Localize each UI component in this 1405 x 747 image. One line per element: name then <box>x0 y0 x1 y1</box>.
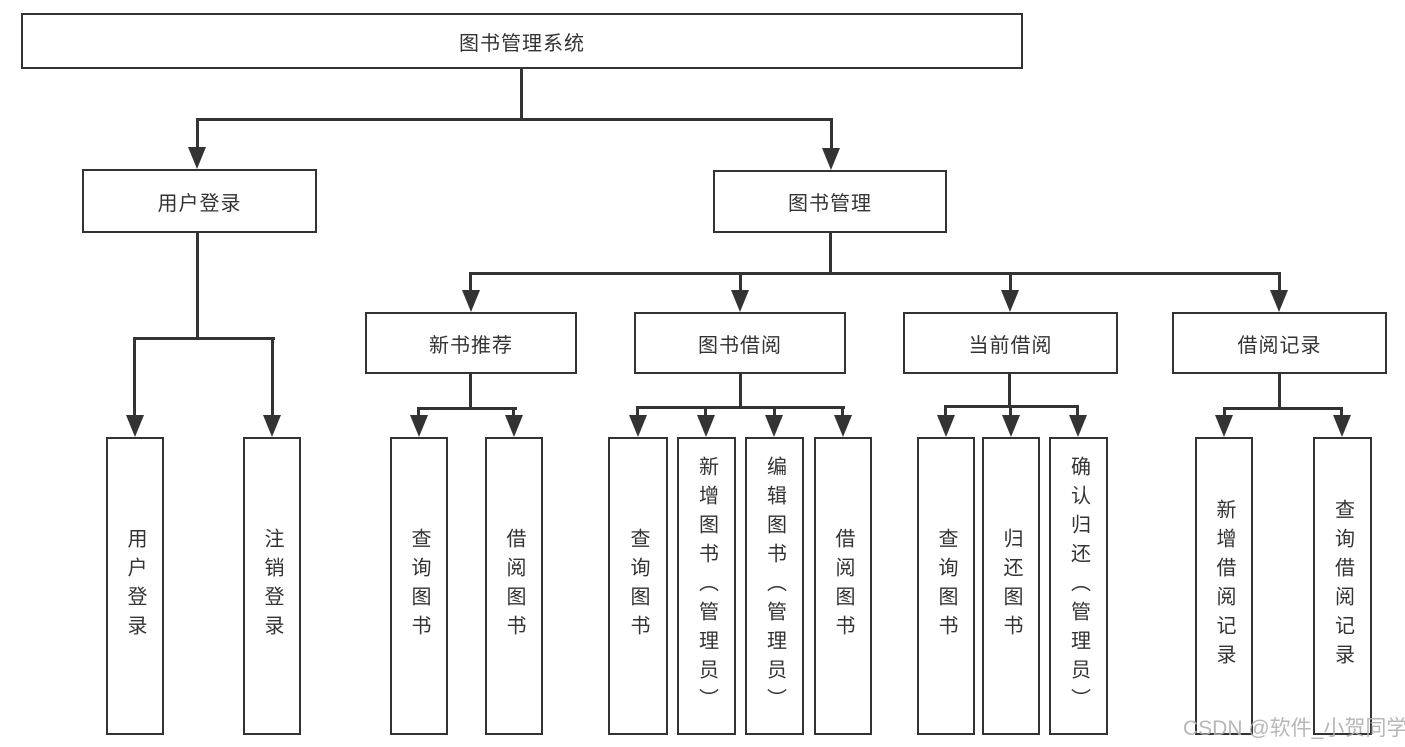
node-label: 借阅记录 <box>1237 334 1322 357</box>
arrow-down-icon <box>697 415 715 437</box>
node-label: 图书管理 <box>788 193 872 215</box>
leaf-current-return-books: 归还图书 <box>982 437 1040 735</box>
connector-line <box>636 406 639 417</box>
connector-line <box>1278 272 1281 293</box>
leaf-newbook-query-books: 查询图书 <box>390 437 448 735</box>
connector-line <box>417 407 517 410</box>
leaf-label: 借阅图书 <box>503 528 525 644</box>
arrow-down-icon <box>765 415 783 437</box>
leaf-borrow-add-books-admin: 新增图书（管理员） <box>677 437 736 735</box>
arrow-down-icon <box>731 290 749 312</box>
node-label: 当前借阅 <box>968 334 1053 357</box>
leaf-label: 确认归还（管理员） <box>1067 455 1090 717</box>
arrow-down-icon <box>505 415 523 437</box>
connector-line <box>1008 374 1011 408</box>
connector-line <box>1340 407 1343 417</box>
connector-line <box>133 337 136 417</box>
connector-line <box>739 272 742 293</box>
connector-line <box>637 406 845 409</box>
csdn-watermark: CSDN @软件_小贺同学 <box>1183 717 1405 740</box>
connector-line <box>271 337 274 417</box>
arrow-down-icon <box>1270 290 1288 312</box>
arrow-down-icon <box>822 148 840 170</box>
leaf-label: 注销登录 <box>261 528 283 644</box>
leaf-label: 新增借阅记录 <box>1213 499 1235 673</box>
arrow-down-icon <box>629 415 647 437</box>
leaf-borrow-query-books: 查询图书 <box>608 437 668 735</box>
connector-line <box>196 118 833 121</box>
connector-line <box>1009 405 1012 417</box>
connector-line <box>512 407 515 417</box>
leaf-record-add-borrow-record: 新增借阅记录 <box>1195 437 1253 735</box>
node-label: 图书借阅 <box>698 334 782 357</box>
leaf-borrow-borrow-books: 借阅图书 <box>814 437 872 735</box>
leaf-newbook-borrow-books: 借阅图书 <box>485 437 543 735</box>
connector-line <box>469 374 472 410</box>
connector-line <box>1009 272 1012 293</box>
node-book-management: 图书管理 <box>713 170 947 233</box>
node-label: 用户登录 <box>157 192 242 215</box>
arrow-down-icon <box>126 415 144 437</box>
node-book-borrow: 图书借阅 <box>634 312 846 374</box>
arrow-down-icon <box>1215 415 1233 437</box>
connector-line <box>1223 407 1343 410</box>
leaf-borrow-edit-books-admin: 编辑图书（管理员） <box>745 437 804 735</box>
connector-line <box>1278 374 1281 410</box>
node-current-borrow: 当前借阅 <box>903 312 1118 374</box>
connector-line <box>841 406 844 417</box>
leaf-label: 编辑图书（管理员） <box>763 455 786 717</box>
connector-line <box>1223 407 1226 417</box>
leaf-logout: 注销登录 <box>243 437 301 735</box>
leaf-current-confirm-return-admin: 确认归还（管理员） <box>1049 437 1108 735</box>
arrow-down-icon <box>1333 415 1351 437</box>
connector-line <box>469 272 1281 275</box>
arrow-down-icon <box>1001 290 1019 312</box>
leaf-label: 借阅图书 <box>832 528 854 644</box>
node-borrow-record: 借阅记录 <box>1172 312 1387 374</box>
connector-line <box>196 233 199 340</box>
connector-line <box>739 374 742 409</box>
connector-line <box>829 233 832 275</box>
arrow-down-icon <box>462 290 480 312</box>
leaf-label: 归还图书 <box>1000 528 1022 644</box>
leaf-label: 查询借阅记录 <box>1331 499 1354 673</box>
arrow-down-icon <box>1069 415 1087 437</box>
leaf-label: 新增图书（管理员） <box>695 455 718 717</box>
node-library-management-system: 图书管理系统 <box>21 13 1023 69</box>
connector-line <box>704 406 707 417</box>
leaf-user-login: 用户登录 <box>106 437 164 735</box>
connector-line <box>944 405 947 417</box>
node-label: 图书管理系统 <box>459 32 585 55</box>
arrow-down-icon <box>188 147 206 169</box>
leaf-label: 用户登录 <box>124 528 146 644</box>
leaf-label: 查询图书 <box>408 528 430 644</box>
node-label: 新书推荐 <box>429 334 513 357</box>
leaf-label: 查询图书 <box>627 528 649 644</box>
arrow-down-icon <box>937 415 955 437</box>
connector-line <box>196 118 199 150</box>
connector-line <box>773 406 776 417</box>
leaf-record-query-borrow-record: 查询借阅记录 <box>1313 437 1372 735</box>
connector-line <box>469 272 472 293</box>
connector-line <box>830 118 833 150</box>
leaf-label: 查询图书 <box>935 528 957 644</box>
connector-line <box>520 68 523 121</box>
connector-line <box>133 337 275 340</box>
arrow-down-icon <box>834 415 852 437</box>
node-user-login: 用户登录 <box>82 169 317 233</box>
connector-line <box>1076 405 1079 417</box>
node-new-book-recommend: 新书推荐 <box>365 312 577 374</box>
leaf-current-query-books: 查询图书 <box>917 437 975 735</box>
arrow-down-icon <box>1002 415 1020 437</box>
arrow-down-icon <box>410 415 428 437</box>
arrow-down-icon <box>263 415 281 437</box>
connector-line <box>417 407 420 417</box>
